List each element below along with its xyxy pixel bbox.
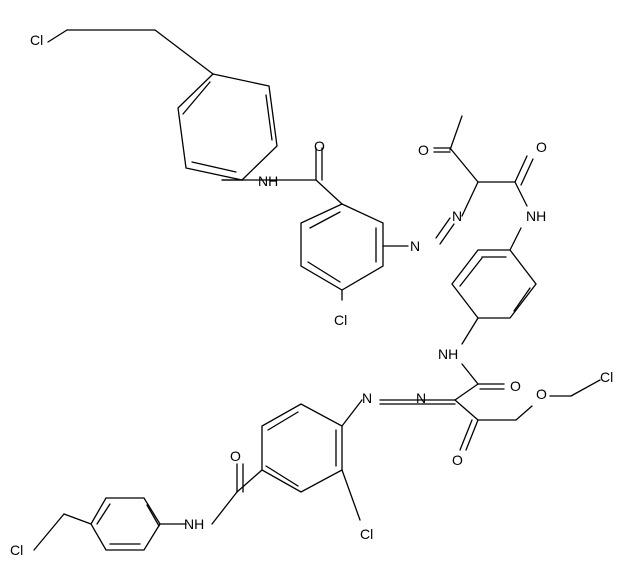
atom-n-azo1-b: N xyxy=(452,208,462,224)
atom-nh-top-amide: NH xyxy=(258,173,278,189)
atom-nh-low-amide: NH xyxy=(184,516,204,532)
atom-cl-ring-lower: Cl xyxy=(360,526,373,542)
atom-n-azo1-a: N xyxy=(410,238,420,254)
atom-n-azo2-b: N xyxy=(416,390,426,406)
atom-nh-mid: NH xyxy=(438,346,458,362)
atom-nh-top-right: NH xyxy=(526,208,546,224)
bond-lines xyxy=(33,29,601,551)
atom-cl-bottom-left: Cl xyxy=(10,542,23,558)
atom-o-low-amide: O xyxy=(230,448,241,464)
atom-o-mid-ketone: O xyxy=(452,452,463,468)
atom-o-top-amide: O xyxy=(314,138,325,154)
atom-o-mid-amide: O xyxy=(510,378,521,394)
atom-cl-ring-upper: Cl xyxy=(334,312,347,328)
atom-cl-right: Cl xyxy=(600,369,613,385)
atom-o-top-amide2: O xyxy=(536,139,547,155)
atom-n-azo2-a: N xyxy=(362,390,372,406)
atom-o-top-ketone: O xyxy=(418,142,429,158)
atom-cl-top: Cl xyxy=(30,32,43,48)
atom-o-ether: O xyxy=(536,386,547,402)
atom-labels: Cl NH O O O N N NH Cl NH O N N O Cl O O … xyxy=(10,32,613,558)
